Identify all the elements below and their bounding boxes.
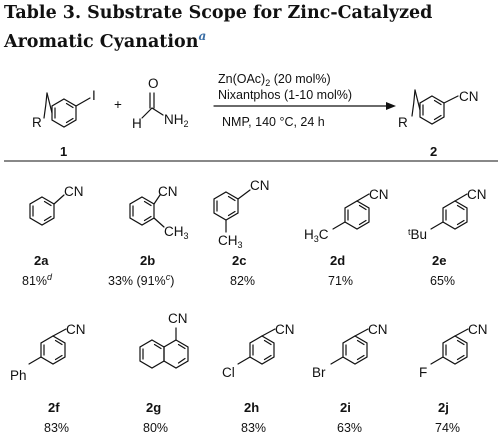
product-r-label: R	[398, 115, 408, 130]
product-2j-structure: CN F	[419, 322, 488, 380]
product-number: 2	[430, 144, 437, 159]
product-2a-yield: 81%d	[22, 272, 53, 288]
condition-ligand: Nixantphos (1-10 mol%)	[218, 88, 352, 102]
product-2h-cn: CN	[275, 322, 295, 337]
product-2b-yield: 33% (91%c)	[108, 272, 174, 288]
product-2b-cn: CN	[158, 184, 178, 199]
product-2c-structure: CN CH3	[213, 178, 270, 250]
plus-sign: +	[114, 97, 122, 112]
product-2c-cn: CN	[250, 178, 270, 193]
condition-solvent-temp: NMP, 140 °C, 24 h	[222, 115, 325, 129]
product-2d-h3c: H3C	[304, 227, 329, 244]
reactant-number: 1	[60, 144, 67, 159]
product-2h-cl: Cl	[222, 365, 235, 380]
product-2b-ch3: CH3	[164, 224, 189, 241]
product-2e-tbu: tBu	[408, 227, 427, 242]
product-2i-br: Br	[312, 365, 326, 380]
product-2f-yield: 83%	[44, 421, 69, 435]
formamide-structure: O H NH2	[132, 76, 189, 131]
product-2g-structure: CN	[139, 311, 189, 369]
table-label: Table 3.	[4, 3, 82, 23]
reactant-1-structure: I R 1	[32, 88, 96, 159]
product-2h-yield: 83%	[241, 421, 266, 435]
product-2f-cn: CN	[66, 322, 86, 337]
product-structure: CN R 2	[398, 89, 479, 159]
reactant-r-label: R	[32, 115, 42, 130]
product-2e-yield: 65%	[430, 274, 455, 288]
product-2c-yield: 82%	[230, 274, 255, 288]
product-2b-label: 2b	[140, 253, 155, 268]
product-2a-label: 2a	[34, 253, 49, 268]
product-2i-yield: 63%	[337, 421, 362, 435]
formamide-oxygen: O	[148, 76, 159, 91]
product-2f-ph: Ph	[10, 368, 27, 383]
condition-catalyst: Zn(OAc)2 (20 mol%)	[218, 72, 331, 88]
product-2j-yield: 74%	[435, 421, 460, 435]
product-2i-structure: CN Br	[312, 322, 388, 380]
product-2e-label: 2e	[432, 253, 446, 268]
table-caption: Substrate Scope for Zinc-Catalyzed Aroma…	[4, 3, 433, 52]
product-2i-label: 2i	[340, 400, 351, 415]
table-title: Table 3. Substrate Scope for Zinc-Cataly…	[4, 2, 498, 54]
product-2c-ch3: CH3	[218, 233, 243, 250]
product-2c-label: 2c	[232, 253, 246, 268]
product-2h-structure: CN Cl	[222, 322, 295, 380]
product-2a-structure: CN	[29, 184, 84, 226]
product-2f-structure: CN Ph	[10, 322, 86, 383]
product-2i-cn: CN	[368, 322, 388, 337]
reaction-conditions: Zn(OAc)2 (20 mol%) Nixantphos (1-10 mol%…	[213, 72, 396, 129]
product-2j-label: 2j	[438, 400, 449, 415]
product-2h-label: 2h	[244, 400, 259, 415]
leaving-group-label: I	[92, 88, 96, 103]
reaction-arrow-head	[386, 102, 396, 110]
footnote-mark: a	[198, 29, 207, 43]
product-2b-structure: CN CH3	[129, 184, 189, 241]
product-2g-cn: CN	[168, 311, 188, 326]
product-2e-structure: CN tBu	[408, 187, 487, 242]
product-2j-cn: CN	[468, 322, 488, 337]
product-2d-label: 2d	[330, 253, 345, 268]
product-cn-label: CN	[459, 89, 479, 104]
product-2g-yield: 80%	[143, 421, 168, 435]
formamide-amine: NH2	[164, 112, 189, 129]
formamide-hydrogen: H	[132, 116, 142, 131]
product-2a-cn: CN	[64, 184, 84, 199]
product-2j-f: F	[419, 365, 427, 380]
product-2g-label: 2g	[146, 400, 161, 415]
product-2d-structure: CN H3C	[304, 187, 389, 244]
product-2f-label: 2f	[48, 400, 60, 415]
product-2d-cn: CN	[369, 187, 389, 202]
product-2e-cn: CN	[467, 187, 487, 202]
product-2d-yield: 71%	[328, 274, 353, 288]
